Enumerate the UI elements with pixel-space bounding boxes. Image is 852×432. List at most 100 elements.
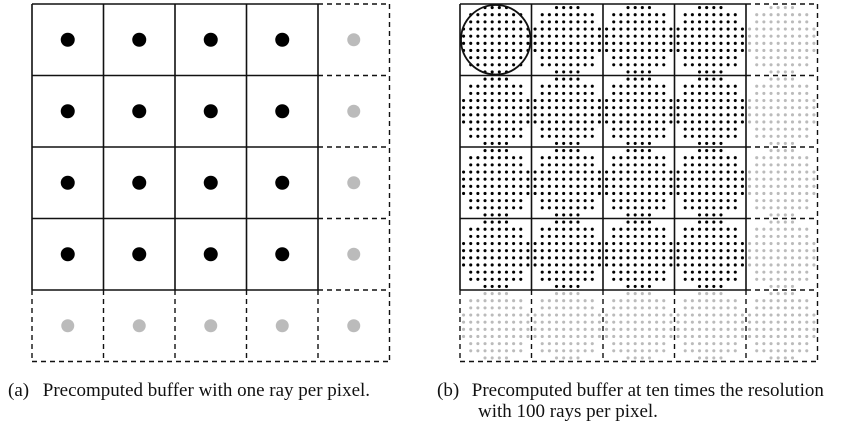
ray-sample-dot <box>719 256 723 260</box>
ray-sample-dot-outside <box>576 313 580 317</box>
ray-sample-dot <box>726 84 730 88</box>
ray-sample-dot-outside <box>805 199 809 203</box>
ray-sample-dot <box>275 247 290 262</box>
ray-sample-dot <box>512 163 516 167</box>
ray-sample-dot-outside <box>776 284 780 288</box>
ray-sample-dot <box>633 91 637 95</box>
ray-sample-dot-outside <box>733 306 737 310</box>
ray-sample-dot-outside <box>790 149 795 153</box>
ray-sample-dot-outside <box>755 177 759 181</box>
ray-sample-dot-outside <box>762 313 766 317</box>
ray-sample-dot-outside <box>490 299 494 303</box>
ray-sample-dot <box>662 191 666 196</box>
ray-sample-dot <box>590 120 594 124</box>
ray-sample-dot-outside <box>755 327 759 331</box>
ray-sample-dot <box>526 34 530 38</box>
ray-sample-dot <box>504 127 509 131</box>
ray-sample-dot <box>669 191 673 196</box>
ray-sample-dot-outside <box>798 56 802 60</box>
ray-sample-dot <box>562 56 566 60</box>
ray-sample-dot-outside <box>647 320 652 324</box>
ray-sample-dot-outside <box>605 327 609 331</box>
ray-sample-dot-outside <box>805 106 809 110</box>
ray-sample-dot <box>719 20 723 24</box>
ray-sample-dot-outside <box>790 34 795 38</box>
ray-sample-dot-outside <box>633 292 637 296</box>
ray-sample-dot-outside <box>783 77 787 81</box>
ray-sample-dot-outside <box>812 27 816 31</box>
ray-sample-dot <box>554 84 559 88</box>
ray-sample-dot <box>497 134 501 138</box>
ray-sample-dot <box>554 270 559 274</box>
ray-sample-dot-outside <box>633 306 637 310</box>
ray-sample-dot <box>483 284 487 288</box>
ray-sample-dot <box>726 227 730 231</box>
ray-sample-dot-outside <box>469 342 473 346</box>
ray-sample-dot-outside <box>769 163 773 167</box>
ray-sample-dot-outside <box>554 349 559 353</box>
ray-sample-dot-outside <box>776 84 780 88</box>
ray-sample-dot-outside <box>783 227 787 231</box>
ray-sample-dot <box>697 70 702 74</box>
ray-sample-dot <box>547 56 551 60</box>
ray-sample-dot <box>705 184 709 188</box>
ray-sample-dot <box>733 113 737 117</box>
ray-sample-dot-outside <box>640 334 644 339</box>
ray-sample-dot-outside <box>805 227 809 231</box>
ray-sample-dot-outside <box>619 313 623 317</box>
ray-sample-dot <box>476 249 480 253</box>
ray-sample-dot <box>554 134 559 138</box>
ray-sample-dot <box>590 98 594 103</box>
ray-sample-dot-outside <box>790 227 795 231</box>
ray-sample-dot-outside <box>633 327 637 331</box>
ray-sample-dot-outside <box>812 249 816 253</box>
ray-sample-dot <box>576 184 580 188</box>
ray-sample-dot <box>490 156 494 160</box>
ray-sample-dot <box>619 120 623 124</box>
ray-sample-dot <box>562 234 566 238</box>
ray-sample-dot-outside <box>547 306 551 310</box>
ray-sample-dot <box>562 191 566 196</box>
ray-sample-dot <box>676 256 680 260</box>
ray-sample-dot <box>469 134 473 138</box>
ray-sample-dot-outside <box>798 41 802 45</box>
ray-sample-dot <box>533 98 537 103</box>
ray-sample-dot <box>590 256 594 260</box>
ray-sample-dot <box>662 63 666 67</box>
caption-b-text-line1: Precomputed buffer at ten times the reso… <box>471 380 824 401</box>
ray-sample-dot <box>504 149 509 153</box>
ray-sample-dot <box>462 263 466 267</box>
ray-sample-dot <box>569 149 573 153</box>
ray-sample-dot <box>476 27 480 31</box>
ray-sample-dot <box>554 241 559 246</box>
ray-sample-dot-outside <box>476 342 480 346</box>
ray-sample-dot <box>633 120 637 124</box>
ray-sample-dot-outside <box>619 327 623 331</box>
ray-sample-dot-outside <box>776 213 780 217</box>
ray-sample-dot <box>490 263 494 267</box>
ray-sample-dot-outside <box>347 247 361 261</box>
ray-sample-dot-outside <box>612 342 616 346</box>
ray-sample-dot <box>647 256 652 260</box>
ray-sample-dot <box>712 141 716 145</box>
ray-sample-dot-outside <box>776 349 780 353</box>
ray-sample-dot-outside <box>512 342 516 346</box>
ray-sample-dot <box>697 191 702 196</box>
ray-sample-dot-outside <box>790 134 795 138</box>
ray-sample-dot <box>583 241 587 246</box>
ray-sample-dot-outside <box>469 320 473 324</box>
ray-sample-dot <box>590 163 594 167</box>
ray-sample-dot <box>712 249 716 253</box>
ray-sample-dot-outside <box>633 334 637 339</box>
ray-sample-dot <box>490 91 494 95</box>
ray-sample-dot <box>697 184 702 188</box>
ray-sample-dot-outside <box>805 320 809 324</box>
ray-sample-dot <box>483 163 487 167</box>
ray-sample-dot <box>576 134 580 138</box>
ray-sample-dot <box>662 277 666 281</box>
ray-sample-dot <box>605 184 609 188</box>
ray-sample-dot <box>733 234 737 238</box>
ray-sample-dot-outside <box>640 292 644 296</box>
ray-sample-dot-outside <box>712 299 716 303</box>
ray-sample-dot <box>619 249 623 253</box>
